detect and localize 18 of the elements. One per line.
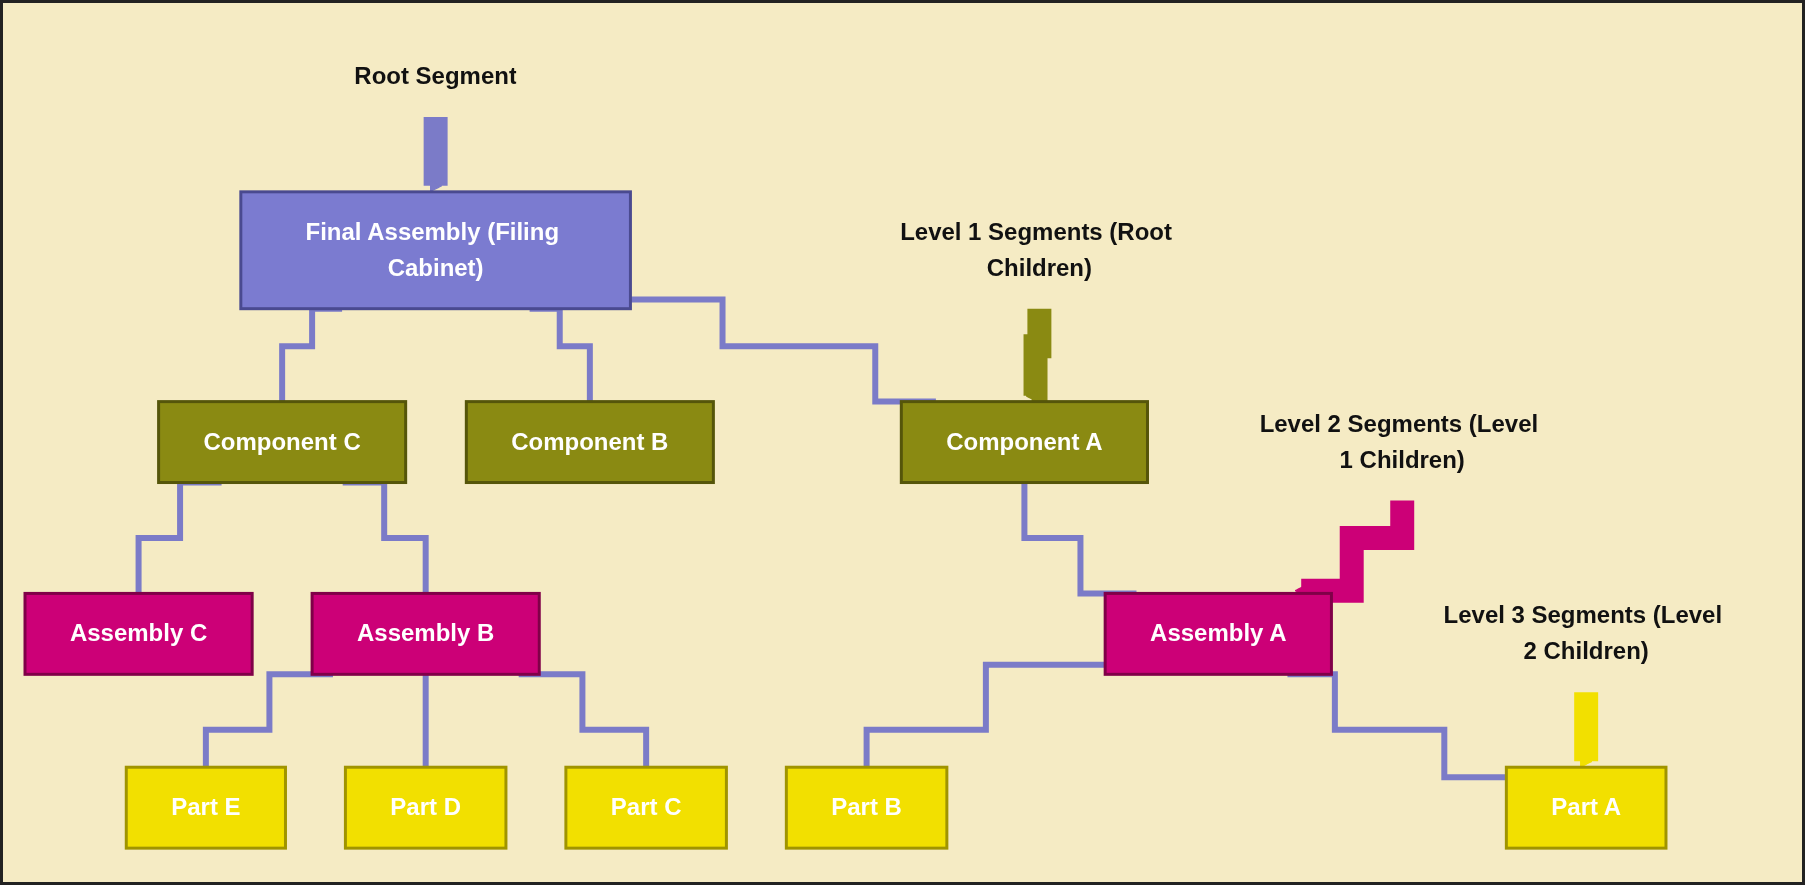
node-text: Level 2 Segments (Level 1 Children) (1259, 411, 1538, 473)
connector (1287, 671, 1506, 781)
node-text: Root Segment (353, 63, 517, 89)
node-box: Final Assembly (Filing Cabinet) (238, 190, 632, 311)
node-box: Assembly A (1103, 592, 1333, 677)
node-box: Part E (124, 766, 287, 851)
node-box: Part C (563, 766, 728, 851)
node-box: Assembly C (23, 592, 254, 677)
node-box: Part D (343, 766, 507, 851)
node-text: Level 1 Segments (Root Children) (899, 219, 1172, 281)
node-box: Assembly B (310, 592, 541, 677)
node-box: Part A (1504, 766, 1667, 851)
node-box: Part B (784, 766, 948, 851)
node-box: Component B (464, 400, 715, 485)
node-box: Component A (899, 400, 1149, 485)
connector (629, 297, 936, 406)
node-text: Level 3 Segments (Level 2 Children) (1443, 602, 1722, 665)
node-box: Component C (156, 400, 407, 485)
